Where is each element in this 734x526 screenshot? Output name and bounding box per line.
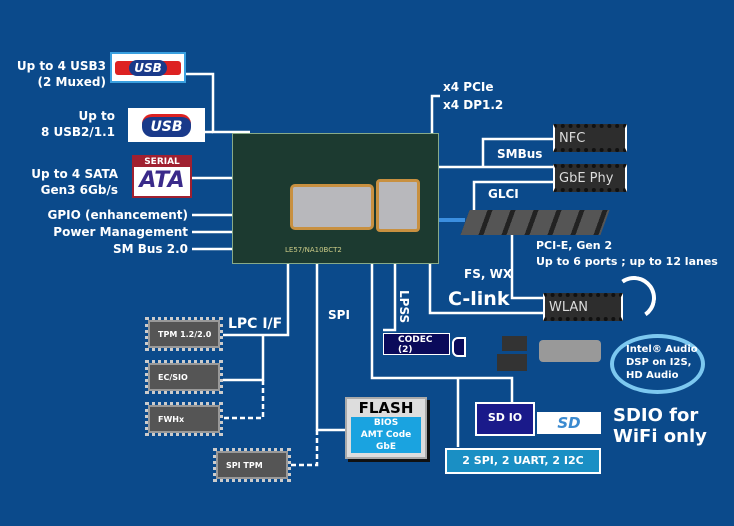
sdio-logo: SD IO: [475, 402, 535, 436]
spi-tpm-line: [290, 430, 319, 467]
dp-label: x4 DP1.2: [443, 98, 504, 112]
lpss-bus-line: [370, 262, 514, 447]
gpio-label: GPIO (enhancement): [47, 208, 189, 222]
pcie-ports-icon: [460, 210, 610, 235]
ec-sio-chip: EC/SIO: [145, 360, 223, 394]
gbe-phy-chip: GbE Phy: [553, 164, 627, 192]
lpc-label: LPC I/F: [228, 316, 283, 332]
usb2-logo: USB: [128, 108, 205, 142]
codec-box: CODEC(2): [383, 333, 450, 355]
glci-label: GLCI: [488, 187, 519, 201]
glci-line: [472, 180, 553, 210]
lpss-bus-box: 2 SPI, 2 UART, 2 I2C: [445, 448, 601, 474]
fswx-line: [510, 230, 543, 300]
spi-tpm-chip: SPI TPM: [213, 448, 291, 482]
clink-label: C-link: [448, 288, 510, 310]
speaker-icon: [452, 337, 466, 357]
lpss-label: LPSS: [397, 290, 411, 324]
fswx-label: FS, WX: [464, 267, 513, 281]
power-management-label: Power Management: [53, 225, 188, 239]
wlan-chip: WLAN: [543, 293, 623, 321]
usb3-line: [182, 72, 250, 134]
pcie-label: x4 PCIe: [443, 80, 494, 94]
pcie-line: [430, 94, 440, 135]
spi-label: SPI: [328, 308, 350, 322]
usb3-logo: USB: [110, 52, 186, 83]
clink-line: [428, 262, 543, 315]
pch-chip: LE57/NA10BCT2: [232, 133, 439, 264]
usb3-label: Up to 4 USB3(2 Muxed): [16, 59, 106, 89]
chip-marking: LE57/NA10BCT2: [285, 246, 342, 254]
sd-logo: SD: [537, 412, 601, 434]
spi-line: [315, 262, 345, 432]
audio-speakers-icon: [497, 336, 607, 376]
tpm-chip: TPM 1.2/2.0: [145, 317, 223, 351]
smbus-line: [437, 137, 553, 169]
fwhx-chip: FWHx: [145, 402, 223, 436]
cpu-die: [290, 184, 374, 230]
smbus20-label: SM Bus 2.0: [112, 242, 188, 256]
nfc-chip: NFC: [553, 124, 627, 152]
smbus-label: SMBus: [497, 147, 543, 161]
fwh-line: [223, 380, 265, 420]
sata-logo: SERIAL ATA: [132, 155, 192, 198]
pch-die: [376, 179, 420, 232]
lpss-line: [383, 262, 397, 332]
